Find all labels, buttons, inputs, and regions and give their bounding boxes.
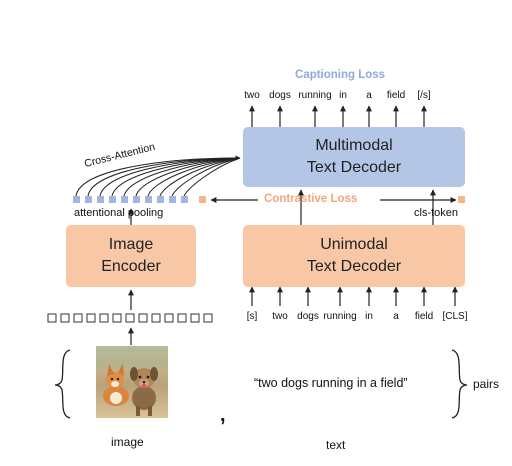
attentional-pooling-label: attentional pooling (74, 207, 164, 219)
dogs-photo (96, 346, 168, 418)
output-token: a (366, 90, 372, 101)
unimodal-line1: Unimodal (320, 236, 388, 253)
image-encoder: Image Encoder (66, 225, 196, 287)
contrastive-loss-label: Contrastive Loss (264, 193, 358, 205)
input-token: a (393, 311, 399, 322)
cls-token-square (458, 196, 465, 203)
input-token-arrows (249, 286, 458, 306)
output-token-arrows (249, 105, 427, 127)
cls-token-label: cls-token (414, 207, 459, 219)
pair-comma: , (220, 404, 226, 426)
unimodal-to-multimodal-arrows (298, 189, 436, 226)
cross-attention-curves (75, 155, 241, 197)
output-token: in (339, 90, 347, 101)
multimodal-line1: Multimodal (315, 137, 393, 154)
pairs-label: pairs (473, 377, 500, 391)
attentional-pooling-squares (73, 196, 206, 203)
input-token: in (365, 311, 373, 322)
input-token: field (414, 311, 434, 322)
caption-text: “two dogs running in a field” (254, 376, 408, 390)
image-label: image (111, 435, 144, 449)
output-token: two (244, 90, 260, 101)
input-token: dogs (297, 311, 319, 322)
captioning-loss-label: Captioning Loss (295, 69, 386, 81)
input-token: [CLS] (442, 311, 468, 322)
input-token: running (323, 311, 357, 322)
output-token: field (386, 90, 406, 101)
output-token: running (298, 90, 332, 101)
image-encoder-line2: Encoder (101, 258, 161, 275)
output-token: [/s] (417, 90, 431, 101)
pooled-cls-square (199, 196, 206, 203)
unimodal-line2: Text Decoder (306, 258, 402, 275)
text-label: text (326, 438, 346, 452)
dogs-photo-drawing (96, 346, 168, 418)
left-brace (54, 349, 71, 419)
output-token: dogs (269, 90, 291, 101)
right-brace (451, 349, 468, 419)
input-token: two (272, 311, 288, 322)
image-token-squares (47, 313, 213, 323)
unimodal-text-decoder: Unimodal Text Decoder (243, 225, 465, 287)
multimodal-text-decoder: Multimodal Text Decoder (243, 127, 465, 187)
input-token: [s] (246, 311, 258, 322)
image-encoder-line1: Image (108, 236, 154, 253)
multimodal-line2: Text Decoder (306, 159, 402, 176)
